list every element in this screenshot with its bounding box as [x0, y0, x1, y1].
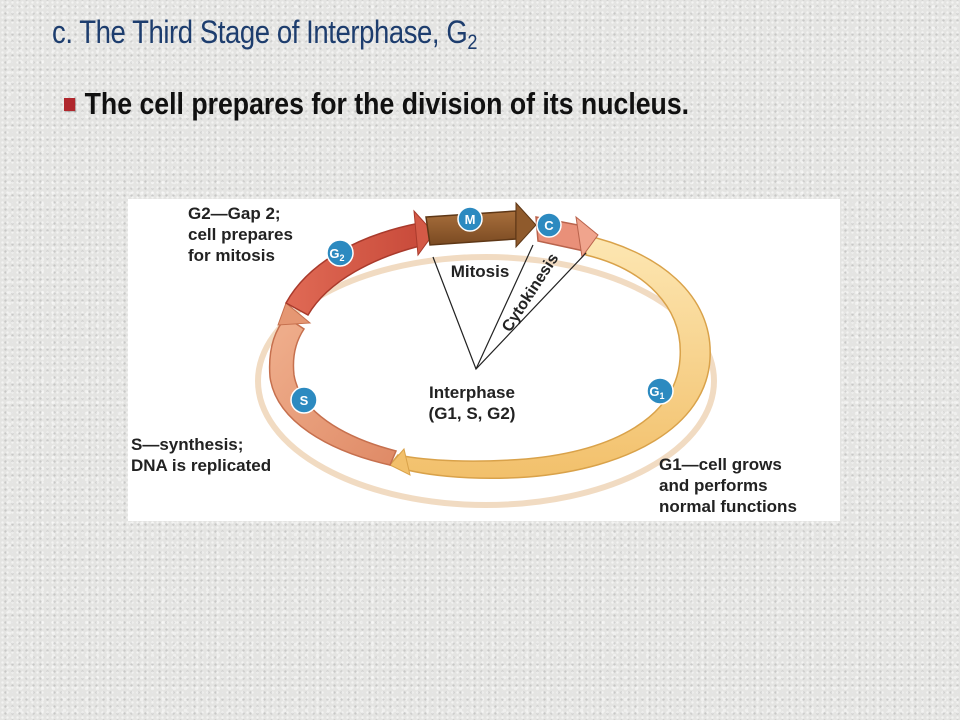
badge-m-text: M: [465, 212, 476, 227]
label-g1-line2: and performs: [659, 476, 768, 495]
label-g1-line3: normal functions: [659, 497, 797, 516]
badge-g1-text: G: [649, 384, 659, 399]
slide-title-subscript: 2: [467, 31, 477, 54]
g1-arrowhead: [389, 447, 411, 476]
s-arrowhead: [277, 302, 312, 326]
label-interphase-phases: (G1, S, G2): [429, 404, 516, 423]
bullet-point: The cell prepares for the division of it…: [64, 86, 689, 122]
svg-text:G2: G2: [329, 246, 344, 263]
svg-text:G1: G1: [649, 384, 664, 401]
badge-g1: G1: [646, 377, 674, 405]
label-s-line2: DNA is replicated: [131, 456, 271, 475]
cytokinesis-arrowhead: [575, 215, 599, 259]
bullet-text: The cell prepares for the division of it…: [84, 86, 690, 121]
label-mitosis: Mitosis: [451, 262, 510, 281]
badge-g2-subscript: 2: [340, 253, 345, 263]
slide-title-main: c. The Third Stage of Interphase, G: [52, 14, 468, 50]
ring-depth: [255, 254, 717, 508]
mitosis-arrowhead: [515, 201, 537, 249]
badge-g2: G2: [326, 239, 354, 267]
badge-c: C: [536, 212, 562, 238]
label-s-line1: S—synthesis;: [131, 435, 243, 454]
badge-s: S: [290, 386, 318, 414]
label-interphase: Interphase: [429, 383, 515, 402]
badge-g1-subscript: 1: [660, 391, 665, 401]
slide-title: c. The Third Stage of Interphase, G2: [52, 14, 477, 55]
g2-arrowhead: [413, 209, 435, 257]
badge-c-text: C: [544, 218, 554, 233]
label-g2-line3: for mitosis: [188, 246, 275, 265]
badge-m: M: [457, 206, 483, 232]
badge-s-text: S: [300, 393, 309, 408]
label-g2-line1: G2—Gap 2;: [188, 204, 281, 223]
label-g2-line2: cell prepares: [188, 225, 293, 244]
g2-band: [284, 222, 425, 317]
badge-g2-text: G: [329, 246, 339, 261]
mitosis-pointer-line: [475, 244, 534, 370]
cell-cycle-figure: M C G2 S G1 Mitosis Cytokinesis Interpha…: [128, 199, 840, 521]
bullet-square-icon: [64, 97, 76, 111]
label-g1-line1: G1—cell grows: [659, 455, 782, 474]
cell-cycle-diagram: M C G2 S G1 Mitosis Cytokinesis Interpha…: [131, 201, 797, 516]
